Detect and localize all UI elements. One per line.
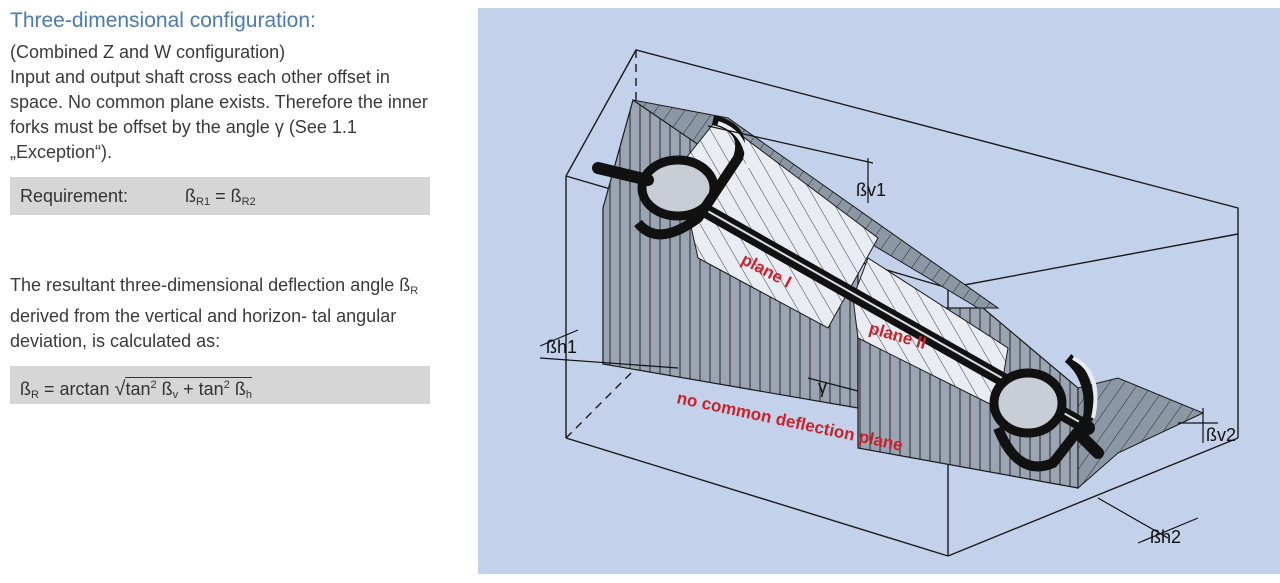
- resultant-formula: ßR = arctan √tan2 ßv + tan2 ßh: [20, 377, 252, 401]
- deflection-diagram: plane I plane II no common deflection pl…: [478, 8, 1280, 574]
- right-lower-plane: [1077, 377, 1205, 490]
- requirement-box: Requirement: ßR1 = ßR2: [10, 177, 430, 215]
- formula-box: ßR = arctan √tan2 ßv + tan2 ßh: [10, 366, 430, 404]
- result-description: The resultant three-dimensional deflecti…: [10, 275, 419, 351]
- requirement-formula: ßR1 = ßR2: [185, 186, 256, 208]
- config-subheading: (Combined Z and W configuration): [10, 42, 286, 62]
- section-heading: Three-dimensional configuration:: [10, 9, 316, 32]
- label-beta-v1: ßv1: [856, 180, 886, 200]
- label-beta-h2: ßh2: [1150, 527, 1181, 547]
- config-description: Input and output shaft cross each other …: [10, 67, 428, 162]
- dimension-lines: [539, 125, 1218, 544]
- label-beta-h1: ßh1: [546, 337, 577, 357]
- requirement-label: Requirement:: [20, 186, 129, 206]
- diagram-svg: plane I plane II no common deflection pl…: [539, 49, 1239, 557]
- label-gamma: γ: [818, 377, 827, 397]
- output-yoke: [989, 354, 1104, 472]
- input-yoke: [592, 115, 750, 240]
- text-column: Three-dimensional configuration: (Combin…: [10, 8, 450, 404]
- label-beta-v2: ßv2: [1206, 425, 1236, 445]
